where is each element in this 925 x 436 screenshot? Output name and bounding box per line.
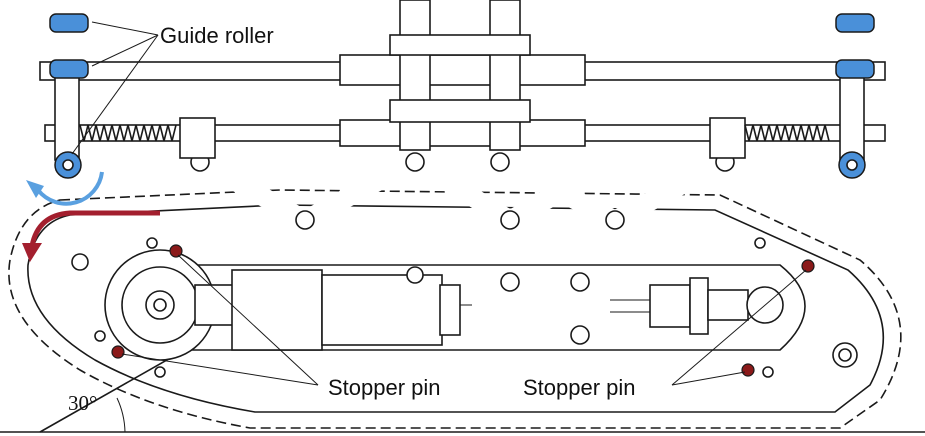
upper-frame: [39, 0, 886, 161]
guide-roller: [835, 59, 875, 79]
stopper-pin: [741, 363, 755, 377]
springs: [79, 124, 830, 142]
rotation-arrows: [22, 171, 160, 262]
pin-actuator: [610, 277, 784, 335]
stopper-pin-label-left: Stopper pin: [328, 375, 441, 400]
guide-roller: [835, 13, 875, 33]
blue-arrowhead: [26, 180, 44, 198]
motor: [194, 269, 472, 351]
red-rotation-arrow: [29, 210, 160, 247]
track-belt: [8, 189, 902, 429]
stopper-pin: [111, 345, 125, 359]
guide-roller: [49, 13, 89, 33]
guide-roller: [49, 59, 89, 79]
stopper-pins: [111, 244, 815, 377]
red-arrowhead: [22, 243, 42, 262]
chassis-screws: [71, 237, 858, 378]
guide-rollers: [49, 13, 875, 179]
stopper-pin-label-right: Stopper pin: [523, 375, 636, 400]
angle-label: 30°: [68, 391, 97, 415]
blue-rotation-arrow: [36, 171, 104, 206]
guide-roller-label: Guide roller: [160, 23, 274, 48]
stopper-pin: [801, 259, 815, 273]
stopper-pin: [169, 244, 183, 258]
leader-lines: [71, 21, 807, 386]
